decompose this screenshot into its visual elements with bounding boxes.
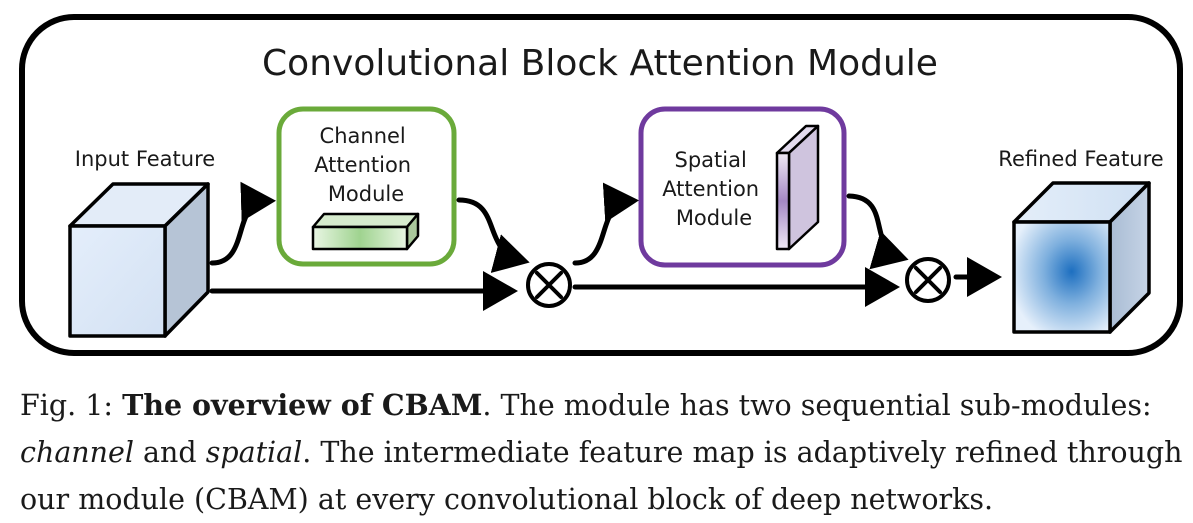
caption-line-3: our module (CBAM) at every convolutional… <box>20 483 994 516</box>
spatial-label-line-1: Spatial <box>675 148 747 172</box>
multiply-x-icon-2 <box>914 266 942 294</box>
caption-line-2: channel and spatial. The intermediate fe… <box>20 429 1185 476</box>
spatial-label-line-2: Attention <box>662 177 759 201</box>
input-feature-cube <box>68 182 210 338</box>
channel-label-line-3: Module <box>328 182 404 206</box>
channel-attention-label: Channel Attention Module <box>314 124 418 206</box>
channel-label-line-2: Attention <box>314 153 411 177</box>
diagram-title: Convolutional Block Attention Module <box>262 43 938 84</box>
spatial-attention-label: Spatial Attention Module <box>662 148 766 230</box>
caption-and-word: and <box>134 436 206 469</box>
arrow-multiply-1-to-spatial <box>572 182 639 266</box>
arrow-input-to-channel <box>209 181 276 266</box>
multiply-x-icon-1 <box>535 271 563 299</box>
input-feature-label: Input Feature <box>75 147 215 171</box>
module-frame <box>19 14 1183 356</box>
flow-arrows <box>209 181 1002 311</box>
caption-channel-word: channel <box>20 436 134 469</box>
figure-caption: Fig. 1: The overview of CBAM. The module… <box>20 382 1185 523</box>
channel-attention-map <box>311 212 420 251</box>
caption-fig-label: Fig. 1: <box>20 389 113 422</box>
caption-line-1-rest: . The module has two sequential sub-modu… <box>482 389 1152 422</box>
caption-line-2-rest: . The intermediate feature map is adapti… <box>302 436 1183 469</box>
refined-feature-cube <box>1012 181 1151 334</box>
channel-label-line-1: Channel <box>320 124 406 148</box>
caption-bold-title: The overview of CBAM <box>122 388 483 422</box>
spatial-label-line-3: Module <box>676 206 752 230</box>
refined-feature-label: Refined Feature <box>998 147 1163 171</box>
caption-spatial-word: spatial <box>205 436 303 469</box>
caption-line-1: Fig. 1: The overview of CBAM. The module… <box>20 382 1185 429</box>
arrow-channel-to-multiply-1 <box>456 197 530 273</box>
arrow-spatial-to-multiply-2 <box>846 193 909 270</box>
cbam-diagram: Convolutional Block Attention Module Inp… <box>19 14 1183 356</box>
spatial-attention-map <box>775 124 820 251</box>
